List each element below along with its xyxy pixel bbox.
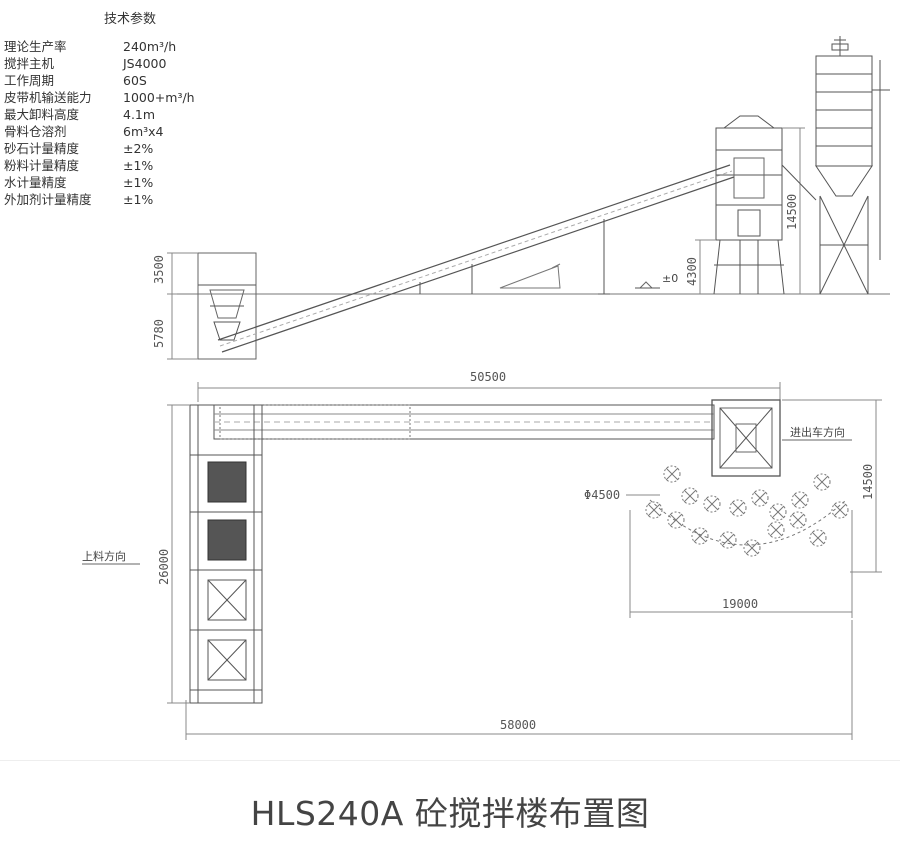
diagram-caption: HLS240A 砼搅拌楼布置图 <box>250 794 650 833</box>
plan-dim-58000 <box>185 620 853 740</box>
silo-mark <box>753 491 767 505</box>
silo-circle <box>791 491 809 509</box>
dim-58000: 58000 <box>500 718 536 732</box>
silo-circle <box>767 521 785 539</box>
belt-conveyor-elevation <box>217 164 735 353</box>
param-label: 工作周期 <box>4 73 55 88</box>
param-value: 4.1m <box>123 107 156 122</box>
silo-circle <box>751 489 769 507</box>
elevation-view: 3500 5780 ±0 <box>152 36 890 360</box>
dim-50500: 50500 <box>470 370 506 384</box>
dim-silo-diameter: Φ4500 <box>584 488 620 502</box>
param-value: ±1% <box>123 192 154 207</box>
silo-circle <box>703 495 721 513</box>
silo-circle <box>663 465 681 483</box>
silo-mark <box>731 501 745 515</box>
silo-mark <box>683 489 697 503</box>
silo-circle <box>831 501 849 519</box>
elevation-dim-4300 <box>695 239 716 294</box>
aggregate-bins-plan <box>189 404 263 704</box>
belt-conveyor-plan <box>213 404 715 440</box>
silo-circle <box>645 501 663 519</box>
param-value: JS4000 <box>123 56 167 71</box>
silo-mark <box>693 529 707 543</box>
silo-circle <box>813 473 831 491</box>
aggregate-bin-elevation <box>197 252 257 360</box>
param-label: 搅拌主机 <box>4 56 55 71</box>
silo-mark <box>793 493 807 507</box>
silo-mark <box>669 513 683 527</box>
silo-circle <box>809 529 827 547</box>
layout-drawing: 3500 5780 ±0 <box>82 36 890 740</box>
silo-circle <box>667 511 685 529</box>
param-value: 1000+m³/h <box>123 90 195 105</box>
silo-mark <box>811 531 825 545</box>
param-label: 外加剂计量精度 <box>4 192 92 207</box>
silo-mark <box>833 503 847 517</box>
plan-view: 50500 <box>82 370 882 740</box>
divider <box>0 760 900 761</box>
param-value: ±1% <box>123 158 154 173</box>
silo-circle <box>769 503 787 521</box>
param-value: 60S <box>123 73 147 88</box>
param-label: 砂石计量精度 <box>4 141 80 156</box>
elevation-dim-left <box>167 252 198 360</box>
silo-mark <box>769 523 783 537</box>
plan-dim-50500 <box>197 382 781 402</box>
param-label: 皮带机输送能力 <box>4 90 92 105</box>
mixing-tower-elevation <box>713 115 785 295</box>
silo-mark <box>745 541 759 555</box>
param-label: 最大卸料高度 <box>4 107 80 122</box>
silo-mark <box>771 505 785 519</box>
silo-mark <box>665 467 679 481</box>
dim-19000: 19000 <box>722 597 758 611</box>
dim-4300: 4300 <box>685 257 699 286</box>
mixing-tower-plan <box>711 399 781 477</box>
param-value: ±1% <box>123 175 154 190</box>
silo-mark <box>647 503 661 517</box>
dim-5780: 5780 <box>152 319 166 348</box>
param-value: ±2% <box>123 141 154 156</box>
elevation-dim-14500 <box>782 127 805 294</box>
dim-14500-plan: 14500 <box>861 464 875 500</box>
tech-params-title: 技术参数 <box>104 12 157 27</box>
dim-26000: 26000 <box>157 549 171 585</box>
param-label: 理论生产率 <box>4 39 67 54</box>
cement-silo-elevation <box>781 36 890 295</box>
ground-level-mark <box>635 281 660 289</box>
truck-direction-label: 进出车方向 <box>790 425 845 439</box>
plan-dim-14500 <box>782 399 882 573</box>
plan-dim-19000 <box>629 510 853 618</box>
silo-circle <box>681 487 699 505</box>
silo-circle <box>719 531 737 549</box>
cement-silos-plan <box>645 465 849 557</box>
ground-mark-text: ±0 <box>662 272 678 285</box>
param-label: 骨料仓溶剂 <box>4 124 67 139</box>
ramp <box>499 265 561 289</box>
silo-mark <box>815 475 829 489</box>
dim-14500: 14500 <box>785 194 799 230</box>
param-label: 水计量精度 <box>4 175 67 190</box>
silo-mark <box>791 513 805 527</box>
silo-arc <box>649 499 847 546</box>
silo-mark <box>721 533 735 547</box>
silo-circle <box>691 527 709 545</box>
feed-direction-label: 上料方向 <box>82 549 126 563</box>
param-label: 粉料计量精度 <box>4 158 80 173</box>
param-value: 240m³/h <box>123 39 177 54</box>
param-value: 6m³x4 <box>123 124 164 139</box>
dim-3500: 3500 <box>152 255 166 284</box>
silo-mark <box>705 497 719 511</box>
silo-circle <box>729 499 747 517</box>
silo-circle <box>743 539 761 557</box>
silo-circle <box>789 511 807 529</box>
